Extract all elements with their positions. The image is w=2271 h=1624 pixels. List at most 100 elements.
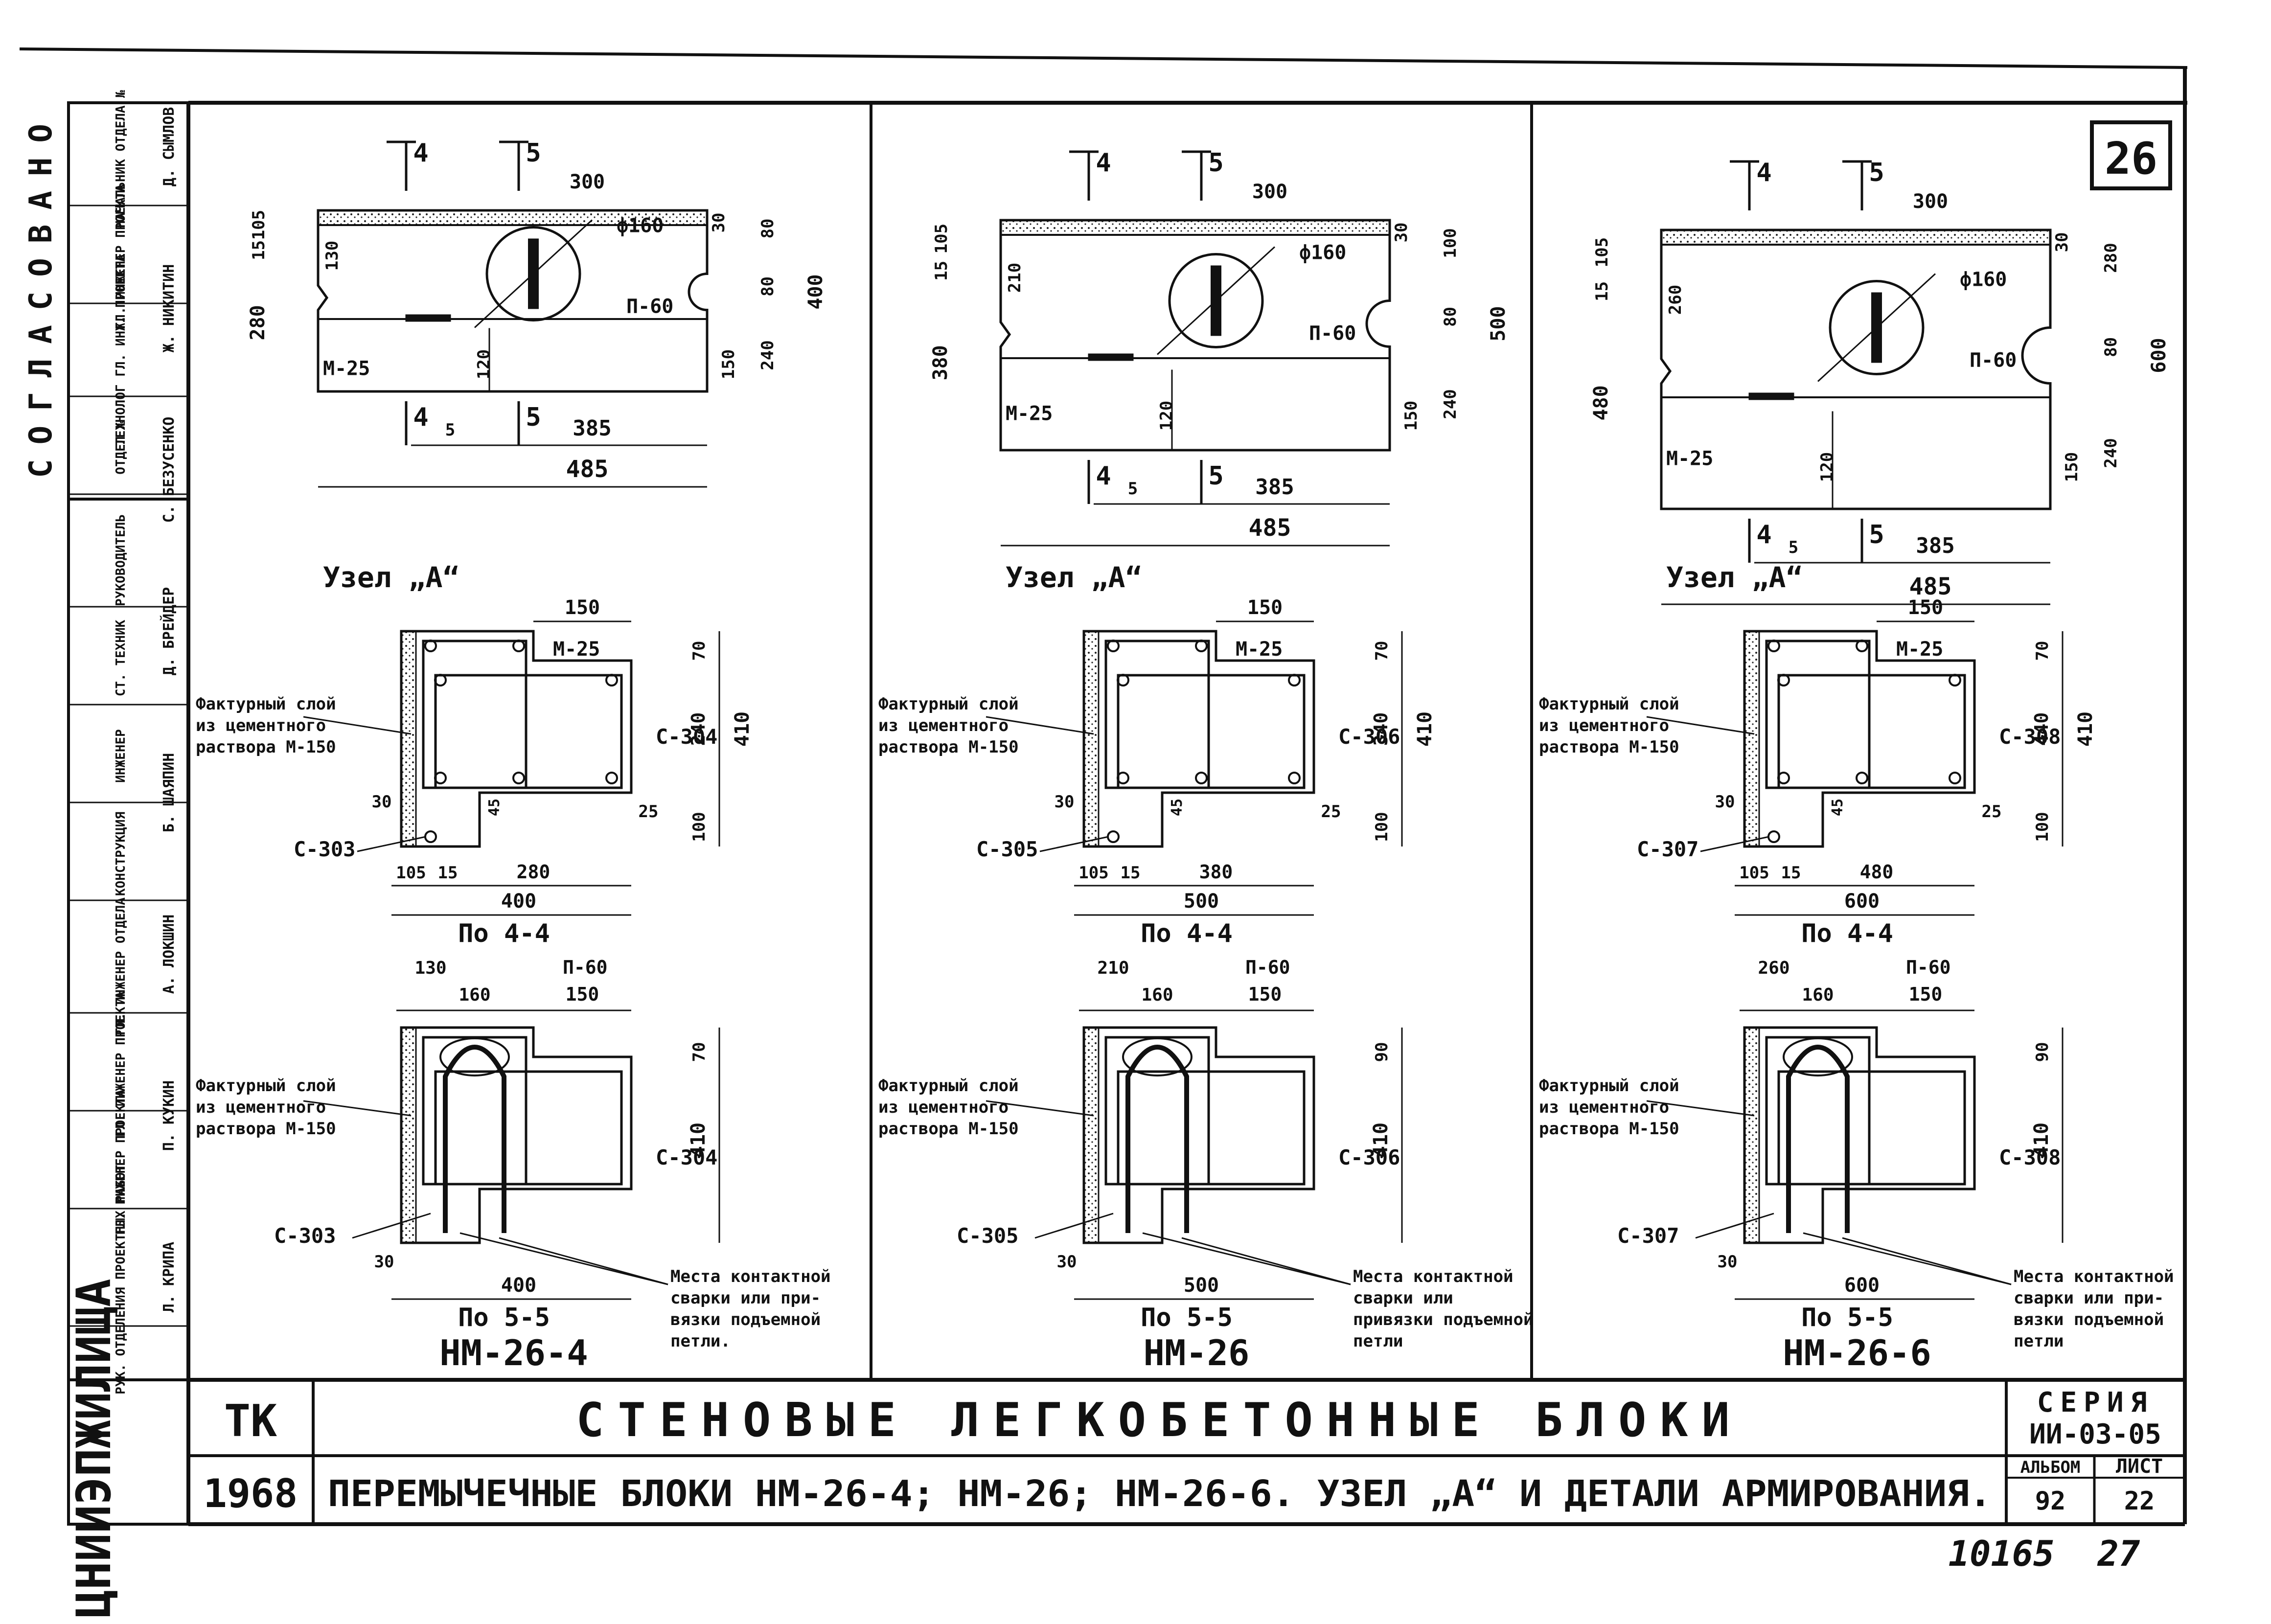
label-diameter: ф160 xyxy=(617,215,664,237)
label-stirrup: С-307 xyxy=(1637,837,1698,861)
dim-bottom: 385 xyxy=(1916,533,1954,558)
dim-left: 480 xyxy=(1590,385,1612,420)
stirrup-outer xyxy=(422,1036,528,1186)
dim-bottom: 5 xyxy=(1789,538,1798,557)
dim-bottom: 485 xyxy=(1909,573,1952,600)
leader xyxy=(303,1100,412,1117)
node-title: Узел „А“ xyxy=(1666,561,1803,594)
label-mesh: М-25 xyxy=(323,357,370,380)
strip-name: П. КУКИН xyxy=(161,1080,178,1151)
rebar xyxy=(1777,772,1790,784)
section-mark-label: 4 xyxy=(413,403,428,432)
leader xyxy=(499,1237,668,1285)
dim-right: 410 xyxy=(731,711,754,747)
footer-code-1: 10165 xyxy=(1949,1533,2055,1574)
dim-top: 300 xyxy=(1913,190,1948,213)
dim-mid: 120 xyxy=(1817,452,1837,482)
label-stirrup: С-306 xyxy=(1338,725,1400,749)
label-mesh: М-25 xyxy=(1896,638,1943,661)
dim-bottom: 105 xyxy=(1078,863,1108,883)
leader xyxy=(1181,1237,1351,1285)
rebar xyxy=(1107,830,1120,843)
lifting-hole xyxy=(485,226,581,321)
weld-note: петли. xyxy=(670,1331,731,1351)
strip-name: Б. ШАЯПИН xyxy=(161,753,178,833)
dim-top: 300 xyxy=(1252,181,1287,203)
leader xyxy=(986,1100,1094,1117)
dim-bottom: 5 xyxy=(1128,479,1138,499)
facing-note: Фактурный слой xyxy=(1539,694,1679,714)
dim-right: 150 xyxy=(719,349,738,379)
dim-right: 240 xyxy=(1441,389,1460,419)
block-name: НМ-26-4 xyxy=(439,1332,588,1373)
facing-layer xyxy=(1743,630,1760,847)
dim-right: 90 xyxy=(1372,1042,1392,1062)
node-title: Узел „А“ xyxy=(1006,561,1142,594)
label-stirrup: С-304 xyxy=(656,725,717,749)
dim-right: 70 xyxy=(2033,641,2052,661)
section-caption: По 4-4 xyxy=(458,919,550,948)
strip-row-label: ТЕХНОЛОГ ГЛ. ИНЖ. ПРОЕКТА xyxy=(114,254,128,446)
leader xyxy=(357,836,426,852)
dim-bottom: 485 xyxy=(566,456,609,483)
dim-bottom: 500 xyxy=(1184,890,1219,913)
dim-top: 160 xyxy=(1802,985,1834,1005)
facing-note: из цементного xyxy=(196,1098,326,1117)
dim-bottom: 105 xyxy=(1739,863,1769,883)
weld-note: привязки подъемной xyxy=(1353,1310,1533,1329)
rebar xyxy=(512,772,525,784)
dim-top: 210 xyxy=(1097,958,1129,978)
dim-left: 15 xyxy=(932,261,951,281)
rebar xyxy=(424,640,437,652)
leader xyxy=(1803,1232,2012,1285)
loop-hole xyxy=(1122,1037,1193,1076)
rebar xyxy=(1195,640,1208,652)
stirrup-outer xyxy=(1104,1036,1210,1186)
section-caption: По 5-5 xyxy=(458,1303,550,1332)
weld-note: вязки подъемной xyxy=(2014,1310,2164,1329)
dim-right: 100 xyxy=(689,812,709,842)
section-mark-label: 5 xyxy=(1869,158,1884,187)
dim-bottom: 400 xyxy=(501,890,536,913)
dim-right: 240 xyxy=(2101,438,2121,468)
lifting-loop xyxy=(443,1045,506,1233)
rebar xyxy=(1117,674,1129,686)
dim-right: 410 xyxy=(2074,711,2097,747)
label-stirrup: С-304 xyxy=(656,1145,717,1169)
dim-right: 100 xyxy=(1372,812,1392,842)
section-mark-label: 5 xyxy=(1869,520,1884,549)
dim-inner: 130 xyxy=(322,241,342,271)
label-loop: П-60 xyxy=(1970,349,2017,372)
leader xyxy=(1842,1237,2012,1285)
facing-note: Фактурный слой xyxy=(1539,1076,1679,1096)
dim-top: 150 xyxy=(566,984,599,1005)
dim-top: 150 xyxy=(565,596,600,619)
loop-hole xyxy=(439,1037,510,1076)
rebar xyxy=(605,772,618,784)
dim-left: 105 xyxy=(932,224,951,253)
leader xyxy=(1142,1232,1351,1285)
dim-bottom: 30 xyxy=(1718,1252,1738,1272)
strip-row-label: ИНЖЕНЕР xyxy=(114,729,128,783)
label-diameter: ф160 xyxy=(1299,242,1346,264)
dim-right: 150 xyxy=(2062,452,2082,482)
dim-top: 130 xyxy=(414,958,446,978)
dim-right: 150 xyxy=(1401,401,1421,431)
dim-top: 30 xyxy=(709,213,729,233)
dim-bottom: 600 xyxy=(1844,1274,1880,1297)
label-loop: П-60 xyxy=(1245,957,1290,978)
leader xyxy=(986,716,1094,735)
strip-name: А. ЛОКШИН xyxy=(161,915,178,994)
label-stirrup: С-305 xyxy=(976,837,1038,861)
section-outline xyxy=(400,1026,633,1244)
stirrup-inner xyxy=(1777,674,1966,789)
dim-bottom: 600 xyxy=(1844,890,1880,913)
rebar xyxy=(1949,772,1961,784)
dim-right: 240 xyxy=(758,340,778,370)
section-caption: По 4-4 xyxy=(1801,919,1893,948)
facing-note: из цементного xyxy=(1539,716,1669,735)
lifting-loop xyxy=(1871,292,1882,363)
